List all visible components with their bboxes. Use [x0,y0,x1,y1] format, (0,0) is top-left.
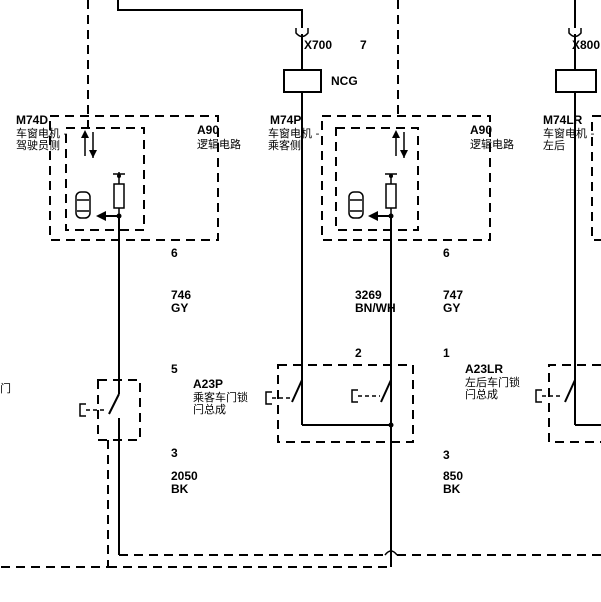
pin-5: 5 [171,362,178,376]
m74p-desc-2: 乘客侧 [268,138,301,152]
a23p-id: A23P [193,377,223,391]
connector-x700-pin: 7 [360,38,367,52]
pin-3-right: 3 [443,448,450,462]
a90-right-desc: 逻辑电路 [470,137,514,151]
a90-left-desc: 逻辑电路 [197,137,241,151]
wire-746-color: GY [171,301,188,315]
connector-x800: X800 [555,28,600,425]
switch-contact-1 [291,379,303,403]
ncg-label: NCG [331,74,358,88]
resistor-icon [385,183,397,209]
a23lr-desc-1: 左后车门锁 [465,375,520,389]
m74d-desc-1: 车窗电机 - [16,126,67,140]
a90-left-id: A90 [197,123,219,137]
wire-3269-circuit: 3269 [355,288,382,302]
m74lr-desc-1: 车窗电机 - [543,126,594,140]
a23p-desc-1: 乘客车门锁 [193,390,248,404]
wire-747-color: GY [443,301,460,315]
door-lock-passenger: A23P 乘客车门锁 闩总成 [193,364,414,548]
wire-3269-color: BN/WH [355,301,396,315]
m74lr-id: M74LR [543,113,583,127]
resistor-icon [113,183,125,209]
x800-box [555,69,597,93]
arrow-left-icon [96,211,106,221]
wire-labels: 746 GY 3269 BN/WH 747 GY 2050 BK 850 BK [171,288,463,496]
wire-746-circuit: 746 [171,288,191,302]
switch-contact [564,379,576,403]
car-window-icon [75,191,91,219]
car-window-icon [348,191,364,219]
door-lock-left-rear: A23LR 左后车门锁 闩总成 [465,362,601,443]
a23lr-desc-2: 闩总成 [465,387,498,401]
a23p-desc-2: 闩总成 [193,402,226,416]
m74d-id: M74D [16,113,48,127]
connector-x800-label: X800 [572,38,600,52]
switch-actuator-icon [79,403,86,417]
pin-2: 2 [355,346,362,360]
top-feed-wires [87,0,576,128]
switch-contact-2 [380,379,392,403]
door-lock-switch-left: 门 [0,379,141,540]
left-edge-char: 门 [0,381,11,395]
pin-1: 1 [443,346,450,360]
pin-3-left: 3 [171,446,178,460]
m74p-desc-1: 车窗电机 - [268,126,319,140]
a90-right-id: A90 [470,123,492,137]
pin-6-right: 6 [443,246,450,260]
m74d-desc-2: 驾驶员侧 [16,138,60,152]
wire-850-color: BK [443,482,461,496]
motor-module-left-rear: M74LR 车窗电机 - 左后 [543,113,601,241]
motor-module-passenger: M74P 车窗电机 - 乘客侧 A90 逻辑电路 [268,113,514,241]
bottom-bus [0,440,601,568]
ncg-component: NCG [283,69,358,425]
pin-labels: 6 6 5 2 1 3 3 [171,246,450,462]
wire-2050-color: BK [171,482,189,496]
m74lr-desc-2: 左后 [543,139,565,152]
m74p-id: M74P [270,113,301,127]
connector-x700: X700 7 [295,28,367,70]
motor-module-driver: M74D 车窗电机 - 驾驶员侧 A90 逻辑电路 [16,113,241,241]
switch-contact [108,393,120,415]
connector-x700-label: X700 [304,38,332,52]
wire-2050-circuit: 2050 [171,469,198,483]
a23lr-id: A23LR [465,362,503,376]
pin-6-left: 6 [171,246,178,260]
arrow-left-icon [368,211,378,221]
wire-747-circuit: 747 [443,288,463,302]
wire-850-circuit: 850 [443,469,463,483]
vertical-wires [118,216,392,404]
